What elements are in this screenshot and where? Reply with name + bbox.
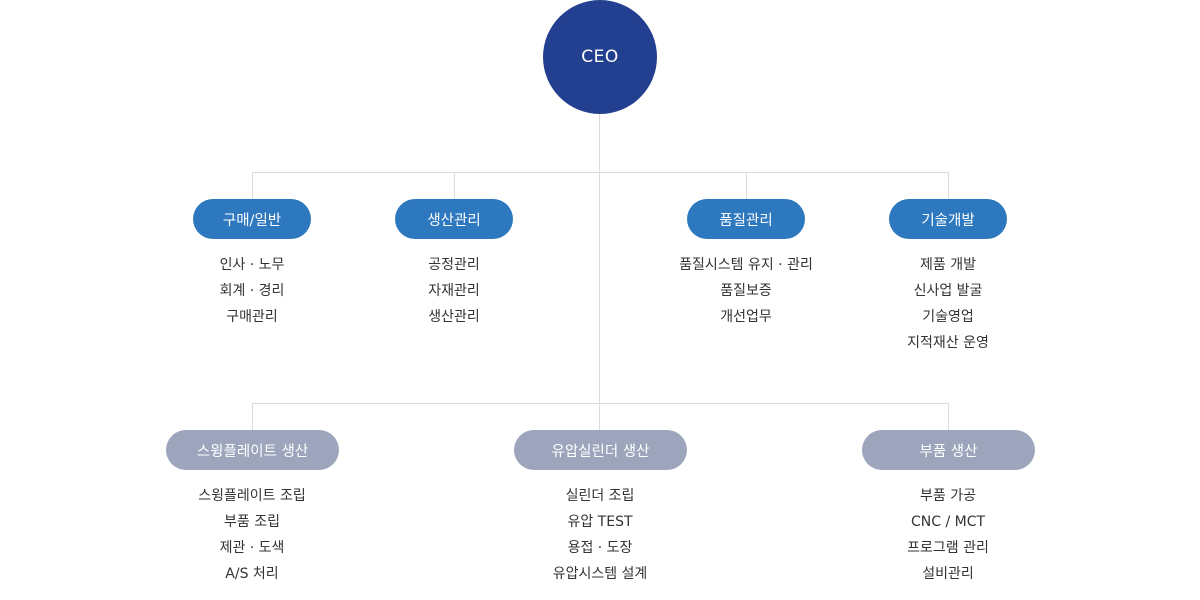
dept-technology-development-items: 제품 개발 신사업 발굴 기술영업 지적재산 운영	[828, 252, 1068, 356]
prod-parts-items: 부품 가공 CNC / MCT 프로그램 관리 설비관리	[828, 483, 1068, 587]
prod-swing-plate-items: 스윙플레이트 조립 부품 조립 제관 · 도색 A/S 처리	[132, 483, 372, 587]
list-item: 공정관리	[428, 257, 480, 273]
dept-technology-development: 기술개발	[889, 199, 1007, 239]
list-item: 지적재산 운영	[907, 335, 989, 351]
dept-production-management-items: 공정관리 자재관리 생산관리	[334, 252, 574, 330]
list-item: 기술영업	[922, 309, 974, 325]
list-item: 개선업무	[720, 309, 772, 325]
list-item: 생산관리	[428, 309, 480, 325]
list-item: 품질시스템 유지 · 관리	[679, 257, 813, 273]
list-item: 신사업 발굴	[913, 283, 983, 299]
prod-swing-plate: 스윙플레이트 생산	[166, 430, 339, 470]
list-item: 자재관리	[428, 283, 480, 299]
list-item: 회계 · 경리	[219, 283, 285, 299]
dept-purchasing-general: 구매/일반	[193, 199, 311, 239]
prod-hydraulic-cylinder: 유압실린더 생산	[514, 430, 687, 470]
list-item: A/S 처리	[225, 566, 279, 582]
dept-quality-management-items: 품질시스템 유지 · 관리 품질보증 개선업무	[626, 252, 866, 330]
list-item: CNC / MCT	[910, 514, 986, 530]
list-item: 제관 · 도색	[219, 540, 285, 556]
ceo-label: CEO	[581, 47, 619, 67]
dept-production-management: 생산관리	[395, 199, 513, 239]
list-item: 프로그램 관리	[907, 540, 989, 556]
list-item: 제품 개발	[920, 257, 976, 273]
ceo-node: CEO	[543, 0, 657, 114]
prod-hydraulic-cylinder-items: 실린더 조립 유압 TEST 용접 · 도장 유압시스템 설계	[480, 483, 720, 587]
list-item: 인사 · 노무	[219, 257, 285, 273]
prod-parts: 부품 생산	[862, 430, 1035, 470]
list-item: 품질보증	[720, 283, 772, 299]
list-item: 유압 TEST	[567, 514, 633, 530]
list-item: 설비관리	[922, 566, 974, 582]
list-item: 구매관리	[226, 309, 278, 325]
list-item: 스윙플레이트 조립	[198, 488, 306, 504]
dept-purchasing-general-items: 인사 · 노무 회계 · 경리 구매관리	[132, 252, 372, 330]
list-item: 용접 · 도장	[567, 540, 633, 556]
list-item: 부품 조립	[224, 514, 280, 530]
dept-quality-management: 품질관리	[687, 199, 805, 239]
list-item: 부품 가공	[920, 488, 976, 504]
list-item: 유압시스템 설계	[552, 566, 648, 582]
list-item: 실린더 조립	[565, 488, 635, 504]
